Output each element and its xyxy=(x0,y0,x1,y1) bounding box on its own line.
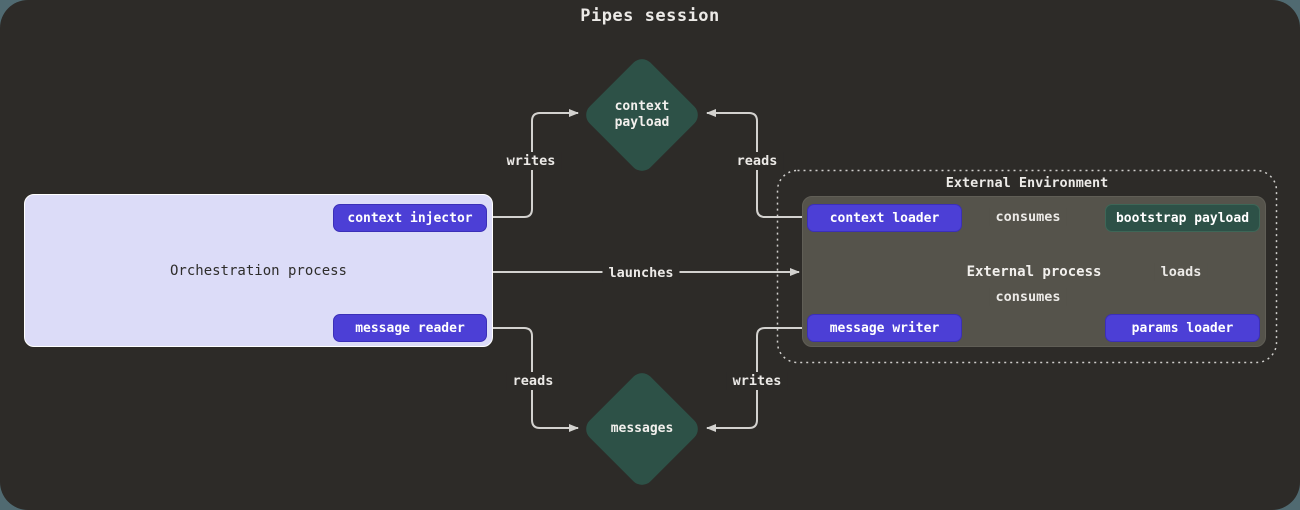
params-loader-label: params loader xyxy=(1131,320,1234,336)
messages-line1: messages xyxy=(610,420,674,436)
edge-label-consumes-top: consumes xyxy=(989,208,1067,226)
context-injector-label: context injector xyxy=(347,210,473,226)
context-payload-label: context payload xyxy=(572,99,712,132)
edge-label-writes-bottom: writes xyxy=(726,372,788,390)
bootstrap-payload-label: bootstrap payload xyxy=(1115,210,1250,226)
edge-label-reads-bottom: reads xyxy=(506,372,560,390)
edge-label-reads-top: reads xyxy=(730,152,784,170)
diagram-title: Pipes session xyxy=(580,6,720,26)
message-writer-node: message writer xyxy=(807,314,962,342)
context-payload-line2: payload xyxy=(614,115,670,130)
context-loader-node: context loader xyxy=(807,204,962,232)
orchestration-process-label: Orchestration process xyxy=(169,262,347,279)
edge-label-consumes-mid: consumes xyxy=(989,288,1067,306)
bootstrap-payload-node: bootstrap payload xyxy=(1105,204,1260,232)
edge-label-writes-top: writes xyxy=(500,152,562,170)
messages-label: messages xyxy=(572,421,712,437)
context-loader-label: context loader xyxy=(829,210,940,226)
external-process-label: External process xyxy=(966,263,1102,280)
edge-label-launches: launches xyxy=(602,264,680,282)
external-environment-label: External Environment xyxy=(945,175,1109,191)
params-loader-node: params loader xyxy=(1105,314,1260,342)
edge-label-loads: loads xyxy=(1154,263,1208,281)
message-writer-label: message writer xyxy=(829,320,940,336)
message-reader-node: message reader xyxy=(333,314,487,342)
message-reader-label: message reader xyxy=(355,320,465,336)
context-payload-line1: context xyxy=(614,98,670,114)
context-injector-node: context injector xyxy=(333,204,487,232)
external-environment-border xyxy=(776,169,1278,364)
